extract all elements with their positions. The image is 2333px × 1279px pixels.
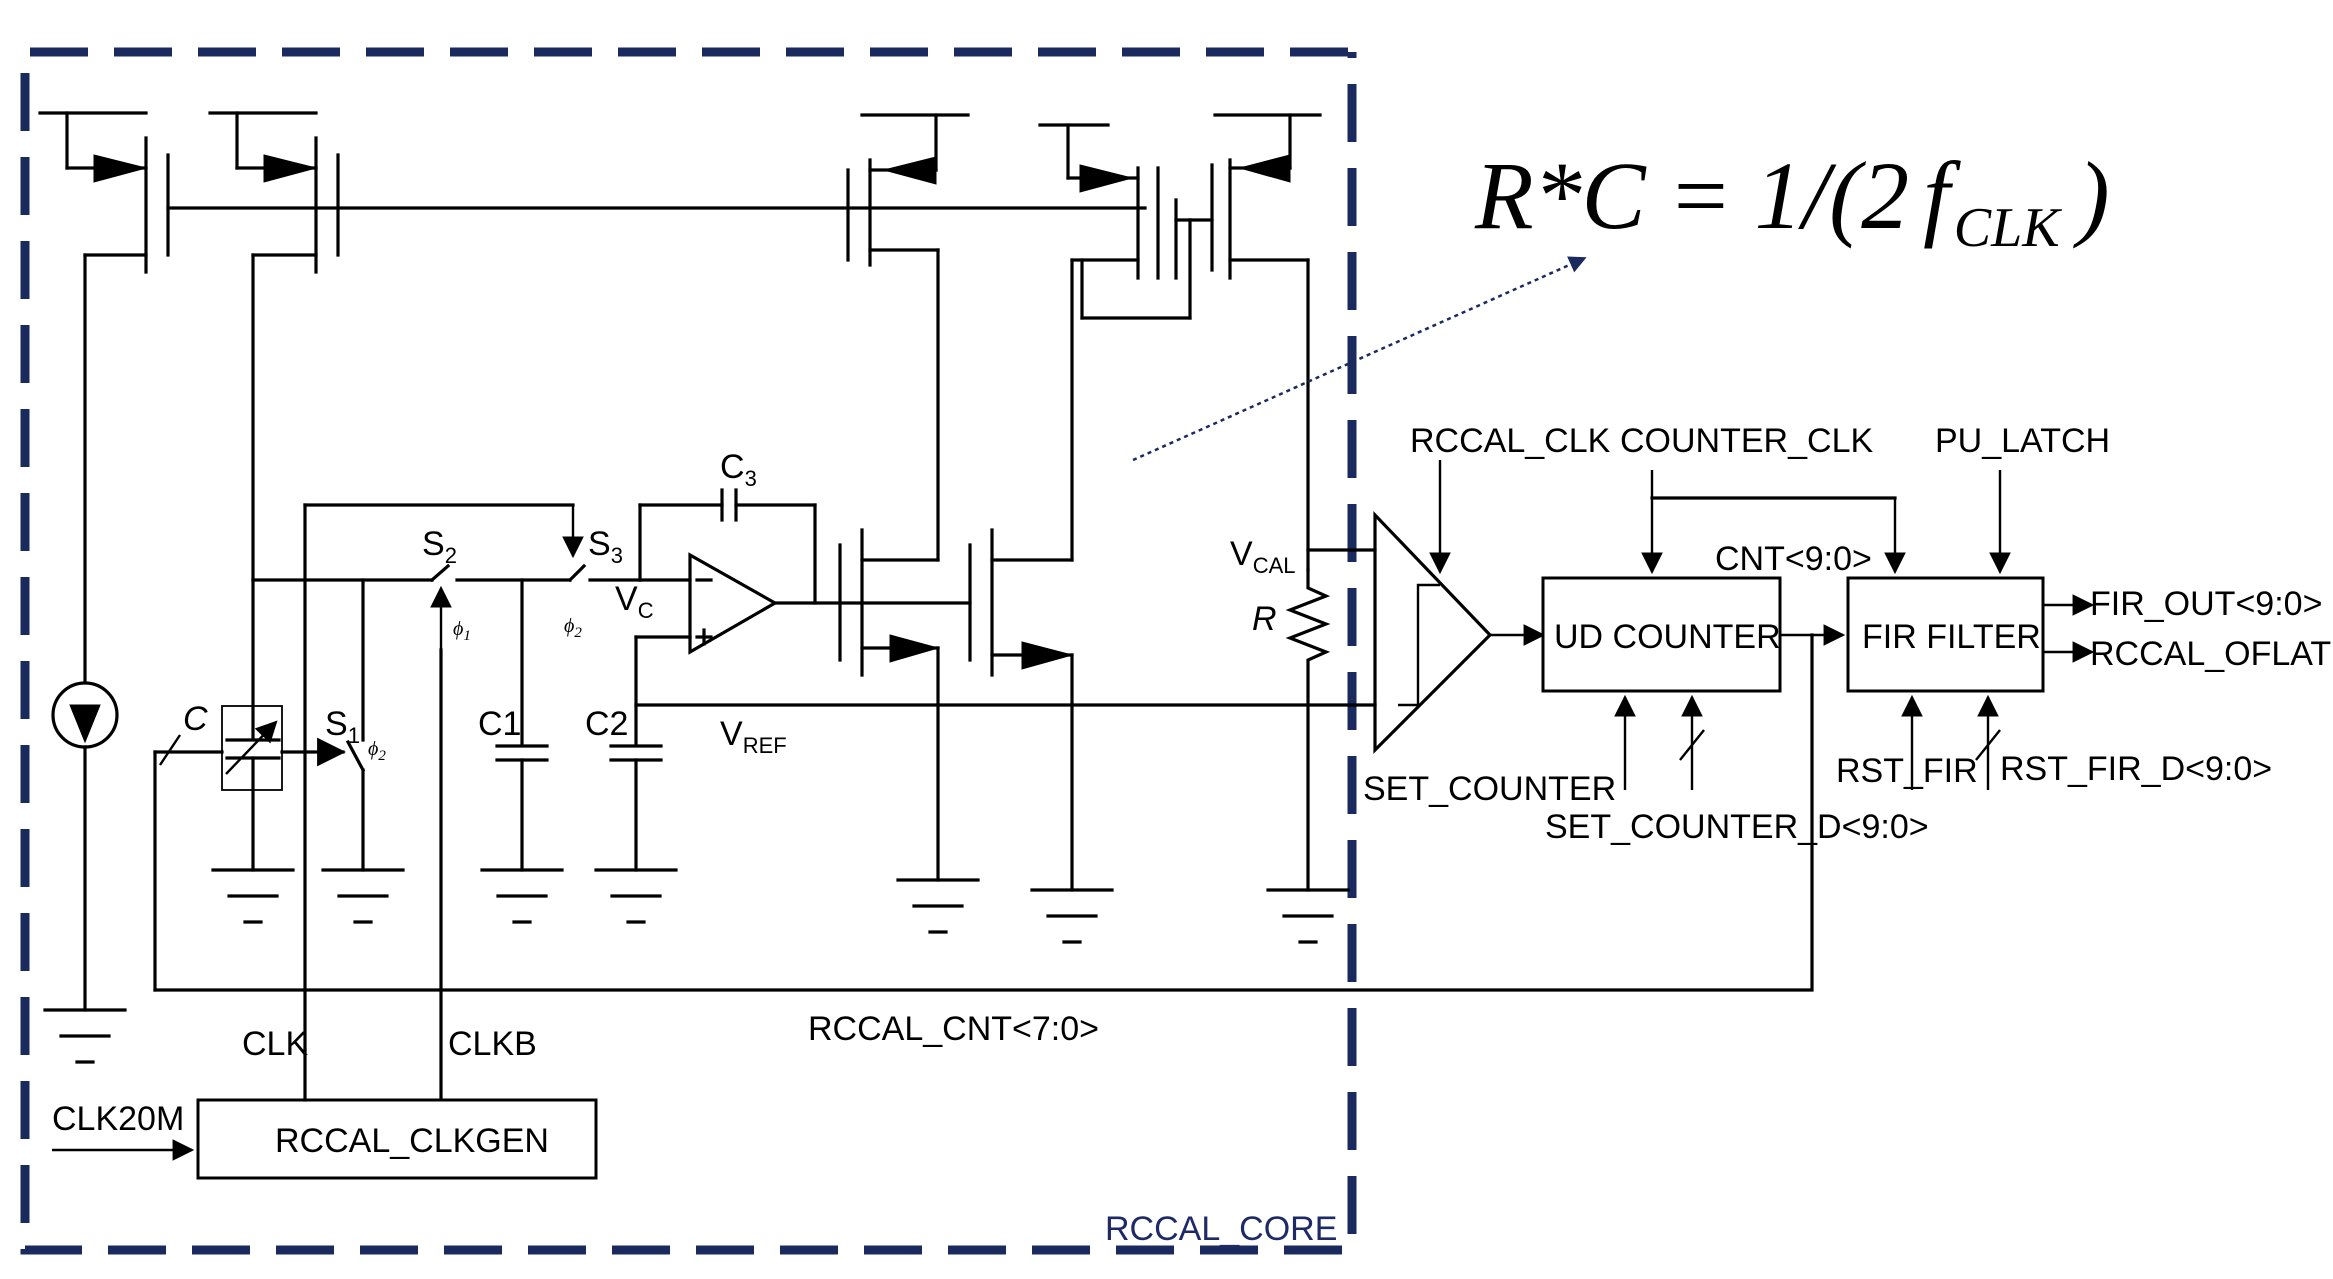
clkgen-label: RCCAL_CLKGEN (275, 1122, 549, 1160)
ud-counter-label: UD COUNTER (1554, 618, 1781, 656)
clkgen-block: RCCAL_CLKGEN CLK CLKB CLK20M (52, 1025, 598, 1180)
nmos-pair (838, 248, 1114, 944)
s2-label: S2 (422, 525, 457, 568)
fir-filter-label: FIR FILTER (1862, 618, 2041, 656)
switched-cap-network: S2 ϕ1 S3 ϕ2 C1 (251, 503, 642, 1102)
comparator (1373, 460, 1546, 754)
core-boundary (20, 47, 1357, 1255)
rst-fir-label: RST_FIR (1836, 752, 1978, 790)
phi2-s3-label: ϕ2 (564, 615, 582, 641)
vref-label: VREF (720, 715, 787, 758)
rccal-clk-label: RCCAL_CLK (1410, 422, 1611, 460)
phi2-s1-label: ϕ2 (368, 738, 386, 764)
c1-label: C1 (478, 705, 521, 743)
clkb-label: CLKB (448, 1025, 537, 1063)
counter-clk-label: COUNTER_CLK (1620, 422, 1873, 460)
right-mirror: R VCAL (846, 113, 1377, 944)
phi1-label: ϕ1 (453, 618, 471, 644)
rccal-cnt-loop (153, 633, 1814, 992)
s3-label: S3 (588, 525, 623, 568)
fir-out-label: FIR_OUT<9:0> (2090, 585, 2322, 623)
c3-label: C3 (720, 448, 757, 491)
tunable-cap: C S1 ϕ2 (153, 578, 405, 992)
vcal-label: VCAL (1230, 535, 1295, 578)
ud-counter-block: UD COUNTER (1541, 470, 1906, 790)
clk-label: CLK (242, 1025, 308, 1063)
cnt-label: CNT<9:0> (1715, 540, 1872, 578)
vc-label: VC (615, 580, 654, 623)
c2-label: C2 (585, 705, 628, 743)
r-label: R (1252, 600, 1277, 638)
rccal-oflat-label: RCCAL_OFLAT (2090, 635, 2331, 673)
pu-latch-label: PU_LATCH (1935, 422, 2110, 460)
set-counter-label: SET_COUNTER (1363, 770, 1616, 808)
s1-label: S1 (325, 705, 360, 748)
equation: R*C = 1/(2 f CLK ) (1474, 142, 2110, 259)
set-counter-d-label: SET_COUNTER_D<9:0> (1545, 808, 1929, 846)
left-mirror (38, 111, 1147, 1064)
cap-c-label: C (183, 700, 208, 738)
rst-fir-d-label: RST_FIR_D<9:0> (2000, 750, 2272, 788)
opamp: C3 VC C2 VREF (585, 448, 1377, 924)
rccal-core-label: RCCAL_CORE (1105, 1210, 1337, 1248)
rccal-cnt-label: RCCAL_CNT<7:0> (808, 1010, 1099, 1048)
equation-pointer-arrow (1132, 256, 1587, 462)
fir-filter-block: FIR FILTER (1846, 470, 2095, 790)
clk20m-label: CLK20M (52, 1100, 184, 1138)
